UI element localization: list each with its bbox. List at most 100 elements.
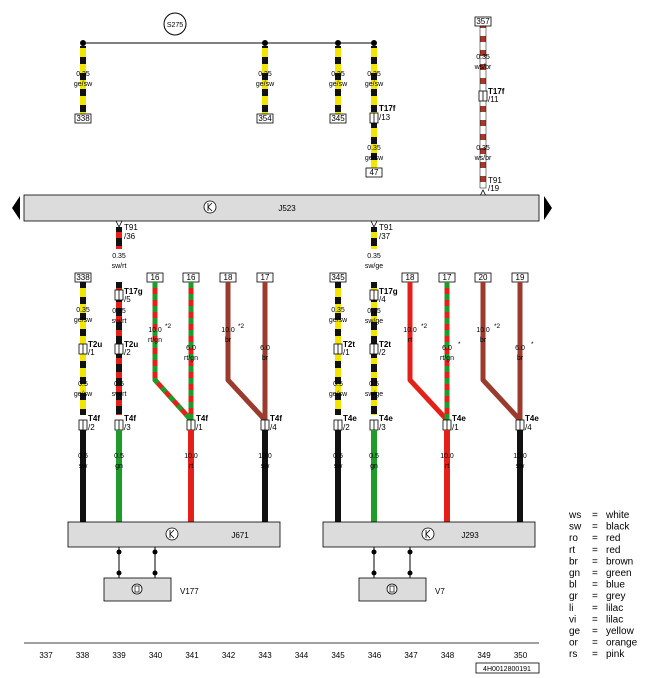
column-number: 350 [514, 651, 528, 660]
connector-pin-label: /11 [488, 95, 499, 104]
wire-size-label: 0.5 [78, 381, 88, 388]
wire-color-label: ge/sw [256, 81, 275, 88]
ref-box [74, 113, 92, 124]
connector-pin-label: /13 [379, 113, 391, 122]
wire-size-label: 10.0 [513, 453, 527, 460]
legend-code: gn [569, 568, 580, 579]
wire-color-label: ge/sw [329, 317, 348, 324]
legend-code: rt [569, 545, 575, 556]
ref-number: 47 [370, 168, 379, 177]
wire-color-label: sw/ge [365, 391, 383, 398]
wire-size-label: 10.0 [403, 327, 417, 334]
connector-pin-label: /4 [379, 295, 386, 304]
wire-color-label: sw/rt [112, 391, 127, 398]
connector-name: T17f [379, 104, 396, 113]
wire-size-label: 0.35 [76, 71, 90, 78]
wire-size-label: 0.35 [367, 71, 381, 78]
connector-name: T2u [124, 340, 138, 349]
legend-eq: = [592, 626, 598, 637]
connector-pin-label: /1 [196, 423, 203, 432]
wire-color-label: ws/br [474, 155, 492, 162]
ref-number: 20 [479, 273, 488, 282]
legend-code: or [569, 638, 579, 649]
connector-name: T4e [452, 414, 466, 423]
wire-sw [262, 430, 268, 522]
ground-symbol-mark [169, 529, 175, 539]
legend-eq: = [592, 568, 598, 579]
connector-name: T4f [196, 414, 208, 423]
wire-gn [371, 430, 377, 522]
connector-pin-label: /2 [88, 423, 95, 432]
wire-color-label: rt [408, 337, 412, 344]
wire-size-label: 6.0 [260, 345, 270, 352]
wire-color-label: sw/rt [112, 318, 127, 325]
wire-color-label: sw [334, 463, 344, 470]
junction-dot [152, 549, 158, 555]
wire-color-label: ge/sw [74, 317, 93, 324]
wire-sw-ge [371, 227, 377, 249]
ref-number: 16 [187, 273, 196, 282]
wire-color-label: ge/sw [74, 391, 93, 398]
legend-code: rs [569, 649, 577, 660]
wire-br [480, 282, 522, 422]
ground-symbol-mark [207, 202, 213, 212]
legend-code: vi [569, 614, 576, 625]
legend-name: yellow [606, 626, 635, 637]
ground-symbol-icon [203, 200, 217, 214]
fan-label: V7 [435, 587, 445, 596]
wire-color-label: ge/sw [365, 155, 384, 162]
wire-size-label: 0.35 [112, 308, 126, 315]
wire-br [225, 282, 267, 422]
wire-sw [80, 430, 86, 522]
wire-color-label: ge/sw [329, 391, 348, 398]
legend-eq: = [592, 614, 598, 625]
wire-size-label: 0.5 [333, 381, 343, 388]
junction-dot [116, 570, 122, 576]
connector-name: T4f [270, 414, 282, 423]
connector-pin-label: /4 [270, 423, 277, 432]
wire-color-label: ge/sw [74, 81, 93, 88]
ref-number: 17 [443, 273, 452, 282]
legend-eq: = [592, 545, 598, 556]
ref-number: 345 [331, 273, 345, 282]
wire-size-label: 6.0 [186, 345, 196, 352]
legend-eq: = [592, 603, 598, 614]
relay-label: S275 [167, 22, 183, 29]
wire-size-label: 10.0 [184, 453, 198, 460]
legend-name: red [606, 545, 620, 556]
connector-pin-label: /3 [379, 423, 386, 432]
ref-number: 17 [261, 273, 270, 282]
column-number: 337 [39, 651, 53, 660]
connector-name: T4e [525, 414, 539, 423]
module-label: J293 [461, 531, 479, 540]
legend-code: bl [569, 580, 577, 591]
column-number: 339 [112, 651, 126, 660]
junction-dot [335, 40, 341, 46]
wire-sw [517, 430, 523, 522]
wire-color-label: ge/sw [329, 81, 348, 88]
legend-code: br [569, 556, 579, 567]
legend-eq: = [592, 556, 598, 567]
legend-code: ge [569, 626, 581, 637]
legend-code: sw [569, 522, 582, 533]
wire-color-label: ws/br [474, 64, 492, 71]
connector-pin-label: /19 [488, 184, 500, 193]
wire-color-label: rt/gn [440, 355, 454, 362]
connector-pin-label: /36 [124, 232, 136, 241]
wire-color-label: br [517, 355, 524, 362]
ref-number: 357 [476, 17, 490, 26]
diagram-ref-box [475, 662, 540, 674]
bus-drop-arrow [370, 220, 378, 228]
wire-size-label: 6.0 [442, 345, 452, 352]
connector-pin-label: /2 [343, 423, 350, 432]
wire-color-label: sw/ge [365, 318, 383, 325]
ref-number: 354 [258, 114, 272, 123]
wire-color-label: rt [189, 463, 193, 470]
wire-color-label: gn [115, 463, 123, 470]
legend-eq: = [592, 522, 598, 533]
wire-size-label: 10.0 [221, 327, 235, 334]
diagram-ref: 4H0012800191 [483, 666, 531, 673]
wire-size-label: 0.5 [78, 453, 88, 460]
